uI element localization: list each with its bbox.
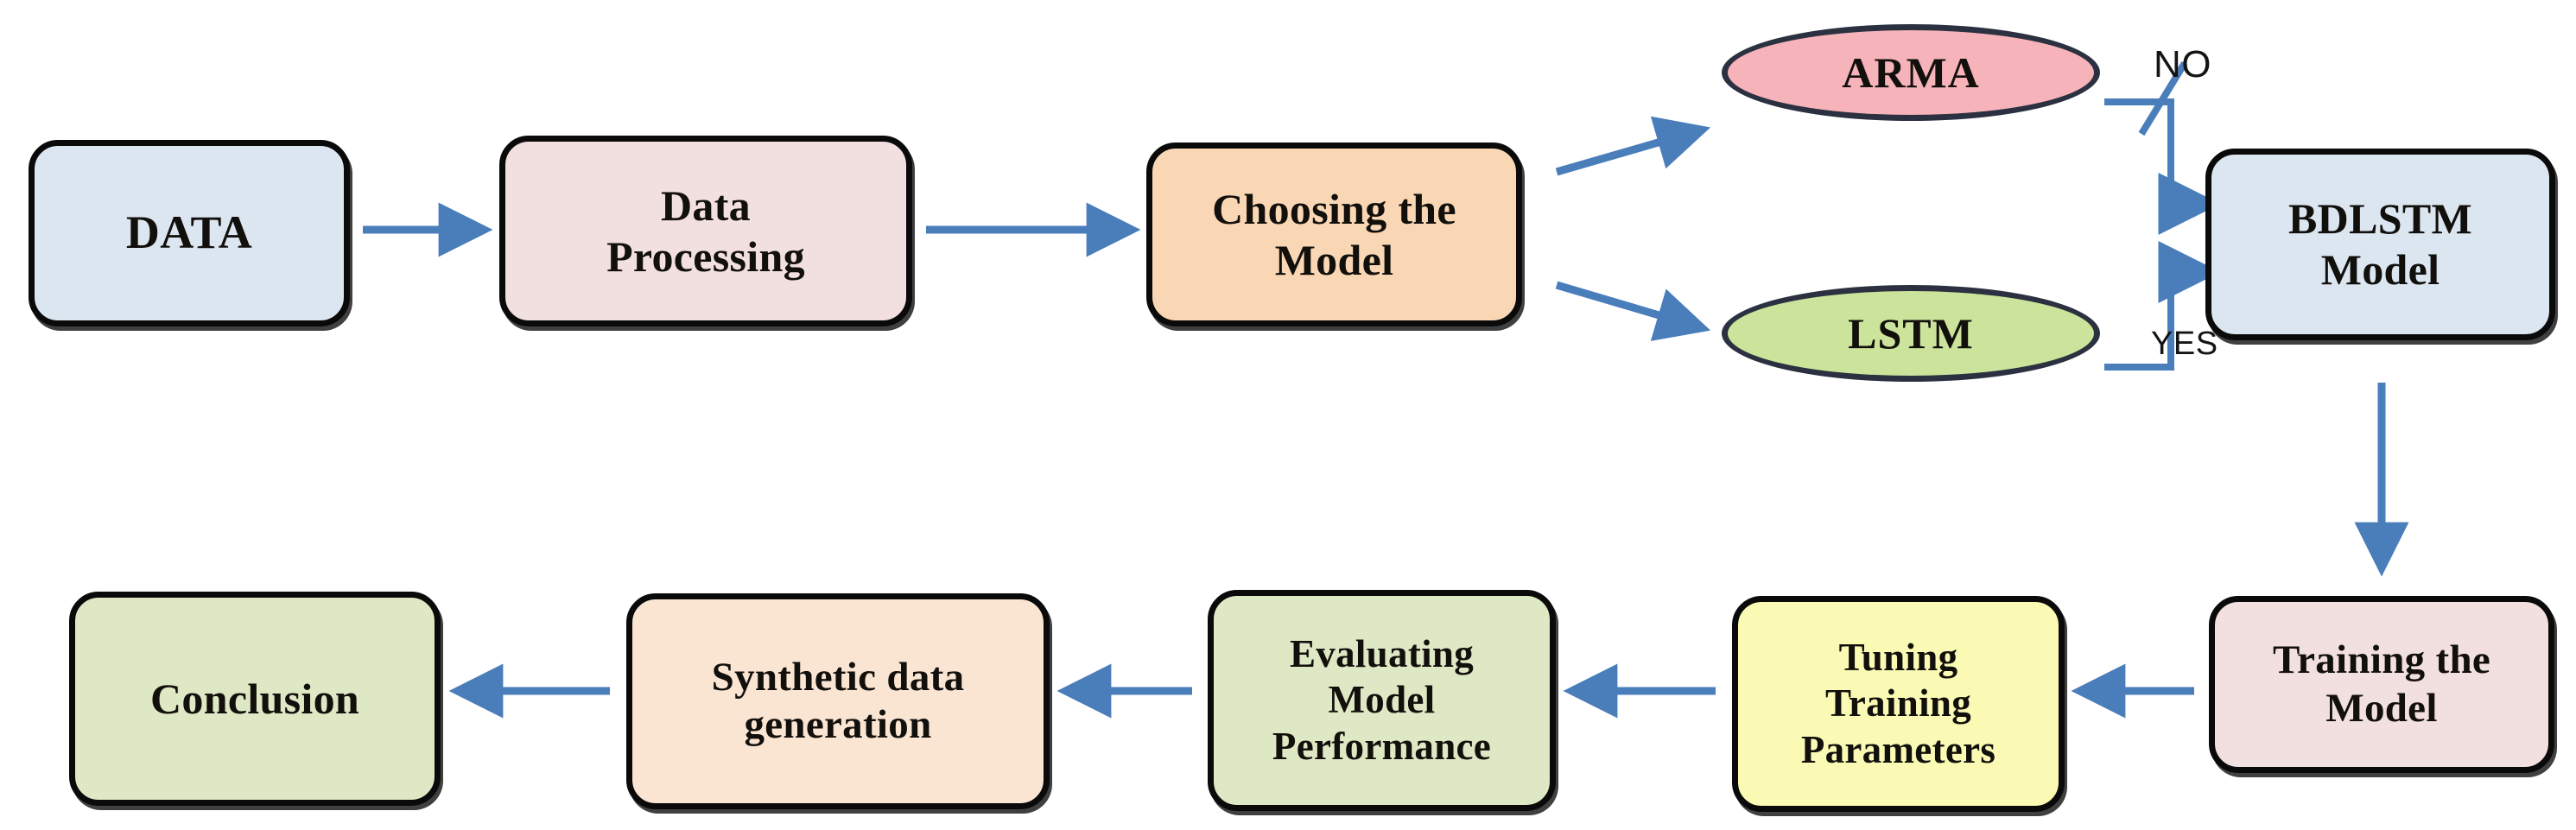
node-conclusion-label: Conclusion bbox=[150, 674, 359, 723]
node-lstm[interactable]: LSTM bbox=[1722, 285, 2100, 382]
node-data-label: DATA bbox=[125, 206, 253, 259]
edge-choosing-the-model-to-arma bbox=[1555, 116, 1711, 176]
node-arma-label: ARMA bbox=[1842, 48, 1980, 97]
node-arma[interactable]: ARMA bbox=[1722, 24, 2100, 121]
edge-choosing-the-model-to-lstm bbox=[1555, 281, 1711, 341]
node-lstm-label: LSTM bbox=[1848, 309, 1974, 358]
edge-label-yes: YES bbox=[2151, 326, 2218, 362]
node-data[interactable]: DATA bbox=[29, 140, 350, 326]
node-conclusion[interactable]: Conclusion bbox=[69, 592, 441, 806]
edge-label-no: NO bbox=[2154, 43, 2211, 86]
